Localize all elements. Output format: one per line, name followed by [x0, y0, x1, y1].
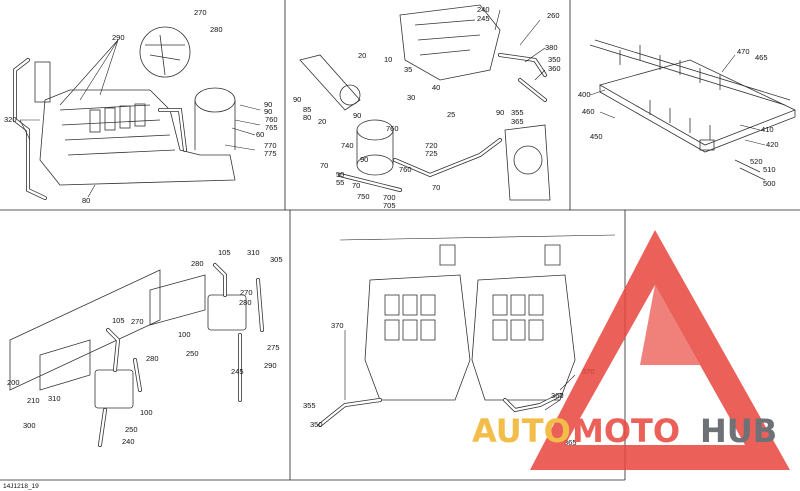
svg-text:280: 280: [191, 259, 204, 268]
svg-text:90: 90: [360, 155, 368, 164]
panel-intercooler-hoses: 240 245 260 380 20 10 35 350 360 40 30 2…: [293, 4, 561, 210]
svg-text:90: 90: [264, 100, 272, 109]
svg-text:360: 360: [548, 64, 561, 73]
svg-text:270: 270: [194, 8, 207, 17]
svg-text:50: 50: [336, 170, 344, 179]
svg-text:210: 210: [27, 396, 40, 405]
svg-text:25: 25: [447, 110, 455, 119]
svg-text:310: 310: [247, 248, 260, 257]
svg-text:360: 360: [551, 391, 564, 400]
svg-text:10: 10: [384, 55, 392, 64]
svg-text:240: 240: [122, 437, 135, 446]
svg-text:310: 310: [48, 394, 61, 403]
svg-text:240: 240: [477, 5, 490, 14]
svg-text:20: 20: [358, 51, 366, 60]
svg-text:55: 55: [336, 178, 344, 187]
reference-code: 14J1218_19: [3, 483, 39, 490]
svg-text:270: 270: [240, 288, 253, 297]
svg-text:705: 705: [383, 201, 396, 210]
watermark-hub-text: HUB: [700, 412, 777, 450]
svg-text:770: 770: [264, 141, 277, 150]
svg-text:290: 290: [112, 33, 125, 42]
panel-oil-reservoirs: 105 310 280 305 270 280 100 275 250 290 …: [7, 248, 283, 447]
svg-text:60: 60: [256, 130, 264, 139]
svg-text:40: 40: [432, 83, 440, 92]
watermark-moto-text: MOTO: [572, 412, 680, 450]
svg-text:35: 35: [404, 65, 412, 74]
svg-text:80: 80: [303, 113, 311, 122]
svg-text:320: 320: [4, 115, 17, 124]
svg-text:70: 70: [352, 181, 360, 190]
svg-text:260: 260: [547, 11, 560, 20]
svg-text:85: 85: [303, 105, 311, 114]
svg-text:280: 280: [239, 298, 252, 307]
watermark-logo: AUTO MOTO HUB: [472, 230, 790, 470]
svg-text:355: 355: [511, 108, 524, 117]
panel-twin-engines: 370 355 350 370 360 365: [303, 234, 616, 447]
svg-text:460: 460: [582, 107, 595, 116]
svg-text:30: 30: [407, 93, 415, 102]
svg-text:720: 720: [425, 141, 438, 150]
svg-text:400: 400: [578, 90, 591, 99]
svg-text:725: 725: [425, 149, 438, 158]
svg-text:370: 370: [331, 321, 344, 330]
svg-text:410: 410: [761, 125, 774, 134]
svg-text:250: 250: [125, 425, 138, 434]
svg-text:305: 305: [270, 255, 283, 264]
svg-text:200: 200: [7, 378, 20, 387]
svg-text:765: 765: [265, 123, 278, 132]
panel-borders: [0, 0, 800, 481]
svg-text:350: 350: [548, 55, 561, 64]
panel-engine-overview: 270 280 290 320 90 90 760 765 60 770 775…: [4, 8, 278, 205]
svg-text:250: 250: [186, 349, 199, 358]
svg-text:465: 465: [755, 53, 768, 62]
svg-text:760: 760: [399, 165, 412, 174]
svg-text:470: 470: [737, 47, 750, 56]
watermark-triangle-icon: [530, 230, 790, 470]
svg-text:245: 245: [477, 14, 490, 23]
svg-text:270: 270: [131, 317, 144, 326]
svg-text:100: 100: [178, 330, 191, 339]
svg-text:700: 700: [383, 193, 396, 202]
svg-text:420: 420: [766, 140, 779, 149]
svg-text:355: 355: [303, 401, 316, 410]
svg-text:365: 365: [511, 117, 524, 126]
svg-text:90: 90: [496, 108, 504, 117]
svg-text:80: 80: [82, 196, 90, 205]
svg-text:365: 365: [564, 438, 577, 447]
svg-text:750: 750: [357, 192, 370, 201]
panel-mounting-plate: 470 465 400 460 450 410 420 520 510 500: [578, 39, 797, 188]
svg-text:275: 275: [267, 343, 280, 352]
svg-text:380: 380: [545, 43, 558, 52]
svg-text:350: 350: [310, 420, 323, 429]
svg-text:500: 500: [763, 179, 776, 188]
svg-text:520: 520: [750, 157, 763, 166]
svg-text:775: 775: [264, 149, 277, 158]
svg-text:290: 290: [264, 361, 277, 370]
svg-text:245: 245: [231, 367, 244, 376]
svg-text:760: 760: [386, 124, 399, 133]
svg-text:740: 740: [341, 141, 354, 150]
svg-text:450: 450: [590, 132, 603, 141]
svg-text:20: 20: [318, 117, 326, 126]
svg-text:280: 280: [210, 25, 223, 34]
svg-text:70: 70: [432, 183, 440, 192]
svg-text:70: 70: [320, 161, 328, 170]
svg-text:105: 105: [112, 316, 125, 325]
watermark-auto-text: AUTO: [472, 412, 571, 450]
svg-text:105: 105: [218, 248, 231, 257]
svg-text:100: 100: [140, 408, 153, 417]
svg-text:760: 760: [265, 115, 278, 124]
svg-text:280: 280: [146, 354, 159, 363]
svg-text:510: 510: [763, 165, 776, 174]
svg-text:90: 90: [293, 95, 301, 104]
svg-text:90: 90: [264, 107, 272, 116]
svg-text:90: 90: [353, 111, 361, 120]
svg-text:300: 300: [23, 421, 36, 430]
